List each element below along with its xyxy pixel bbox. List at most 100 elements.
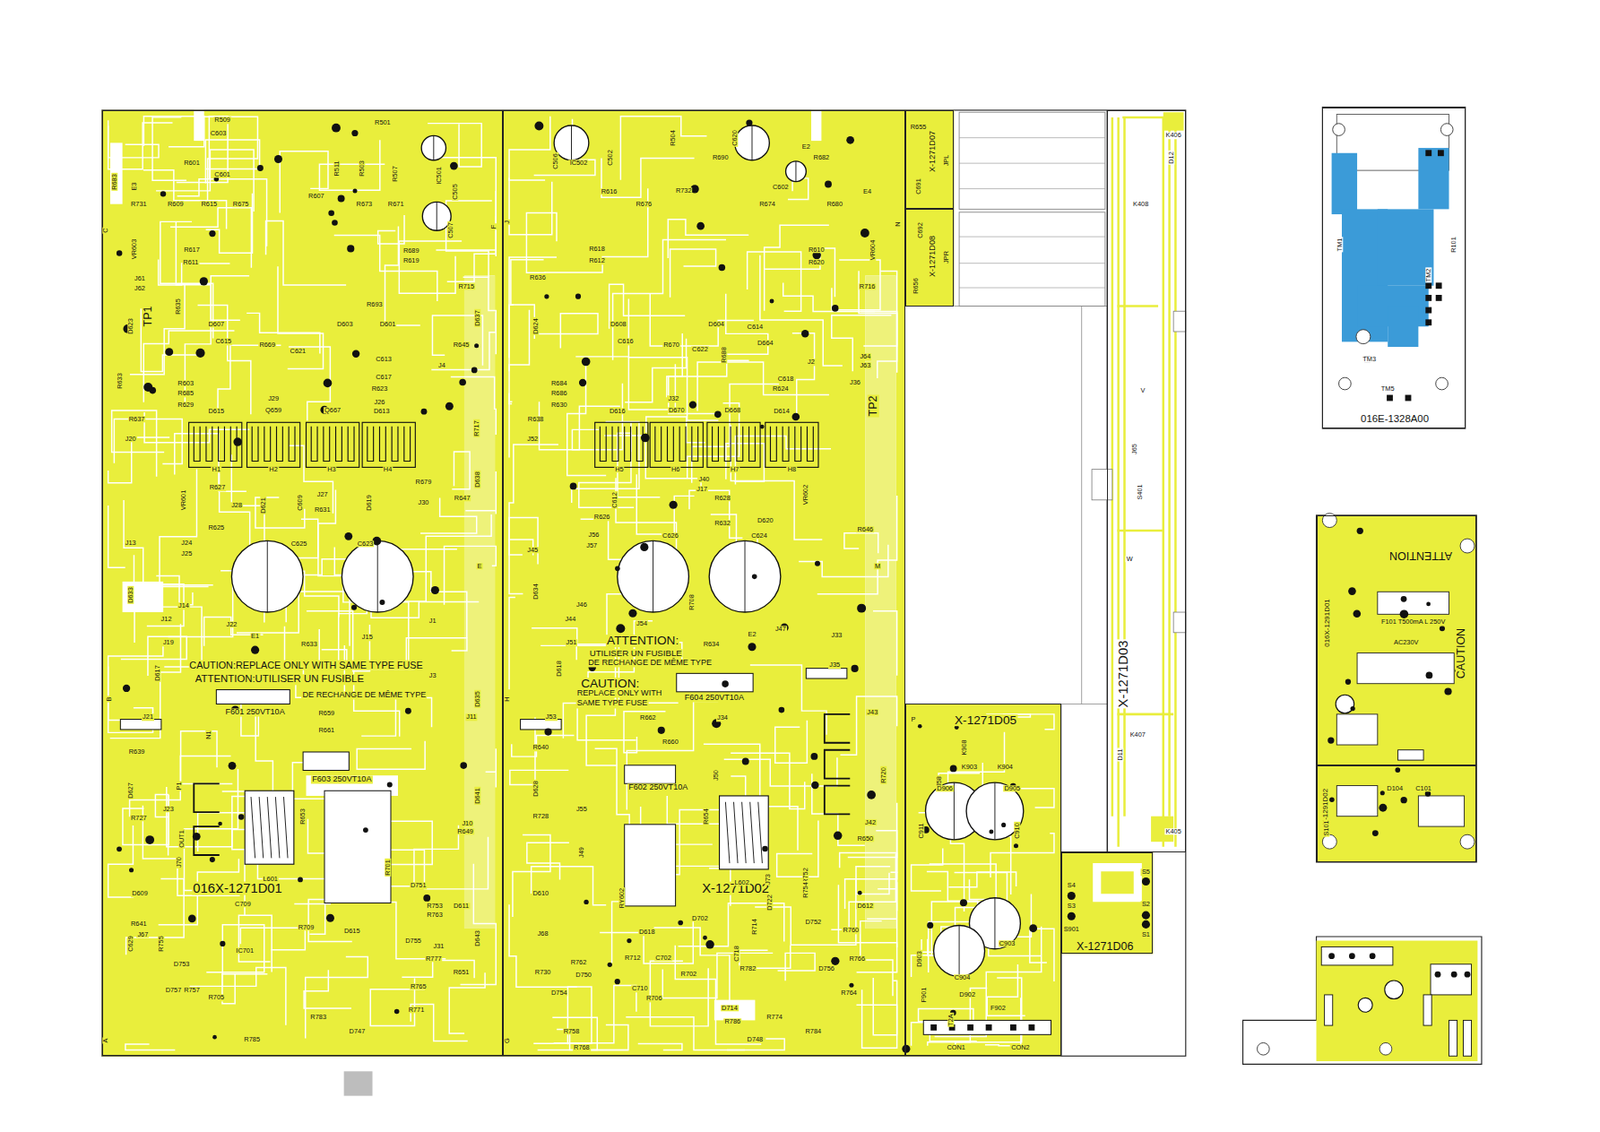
- board-name: 016X-1291D01: [1323, 598, 1332, 649]
- isolation-gap: [739, 945, 791, 969]
- solder-pad: [1350, 706, 1356, 711]
- heatsink-fin: [599, 426, 606, 462]
- capacitor-outline: [709, 540, 781, 613]
- part-label: R760: [842, 927, 861, 935]
- isolation-gap: [240, 927, 305, 951]
- part-label: R615: [200, 200, 219, 208]
- part-label: F901: [921, 986, 928, 1004]
- pin: [1405, 395, 1412, 402]
- part-label: R618: [588, 245, 606, 252]
- isolation-gap: [170, 207, 251, 269]
- isolation-gap: [385, 226, 421, 326]
- isolation-gap: [866, 882, 897, 948]
- part-label: H4: [382, 466, 393, 473]
- part-label: R679: [415, 479, 433, 486]
- part-label: J61: [133, 275, 147, 282]
- part-label: R636: [528, 274, 547, 281]
- part-label: R661: [317, 726, 336, 734]
- board-section: X-1271D05: [905, 703, 1062, 1056]
- component-outline: [1357, 653, 1454, 684]
- isolation-gap: [510, 259, 545, 339]
- isolation-gap: [123, 500, 208, 588]
- isolation-gap: [856, 866, 891, 895]
- solder-pad: [219, 941, 225, 947]
- pin: [1425, 307, 1432, 314]
- part-label: VR601: [180, 489, 187, 512]
- part-label: K405: [1165, 828, 1183, 835]
- solder-pad: [122, 684, 130, 692]
- part-label: H5: [614, 466, 624, 473]
- part-label: J64: [858, 354, 872, 361]
- solder-pad: [866, 790, 876, 800]
- isolation-gap: [222, 716, 274, 792]
- fuse-holder: [520, 719, 563, 730]
- part-label: J15: [361, 634, 374, 641]
- heatsink-outline: [765, 422, 819, 468]
- part-label: S901: [1063, 925, 1081, 933]
- part-label: C620: [731, 129, 738, 148]
- solder-pad: [769, 298, 775, 303]
- board-outline: [1316, 515, 1478, 863]
- part-label: R638: [527, 415, 545, 423]
- part-label: D104: [1385, 785, 1404, 792]
- part-label: D611: [452, 902, 470, 909]
- part-label: TM3: [1361, 355, 1377, 363]
- part-label: D702: [691, 915, 710, 922]
- part-label: J1: [428, 618, 438, 625]
- inductor-winding: [250, 796, 256, 858]
- part-label: J24: [180, 539, 193, 546]
- switch-outline: [1336, 786, 1378, 817]
- isolation-gap: [206, 925, 264, 986]
- part-label: J44: [563, 615, 577, 623]
- copper-area: [502, 110, 906, 1056]
- mounting-hole: [1435, 377, 1449, 390]
- part-label: D747: [348, 1028, 367, 1035]
- inductor-winding: [259, 796, 264, 858]
- isolation-gap: [831, 259, 881, 311]
- mounting-hole: [1460, 834, 1475, 849]
- part-label: T2A: [947, 1013, 954, 1029]
- part-label: R656: [913, 276, 920, 295]
- solder-pad: [394, 1009, 400, 1015]
- part-label: R682: [812, 155, 831, 162]
- part-label: TP1: [142, 304, 155, 328]
- solder-pad: [544, 727, 552, 736]
- part-label: J17: [695, 486, 709, 493]
- isolation-gap: [649, 294, 754, 346]
- isolation-gap: [777, 820, 819, 877]
- part-label: J51: [565, 639, 579, 646]
- board-name: X-1271D07: [929, 129, 938, 173]
- solder-pad: [851, 665, 859, 673]
- inductor-winding: [725, 802, 730, 864]
- part-label: R758: [562, 1028, 581, 1035]
- part-label: C602: [771, 184, 790, 191]
- isolation-gap: [674, 945, 762, 1045]
- part-label: L601: [261, 876, 278, 883]
- heatsink-fin: [336, 426, 343, 462]
- board-name: X-1271D05: [953, 714, 1018, 727]
- part-label: J50: [712, 769, 719, 782]
- solder-pad: [228, 761, 237, 770]
- board-outline: [1322, 107, 1465, 430]
- part-label: R688: [721, 345, 728, 364]
- solder-pad: [745, 119, 753, 126]
- isolation-gap: [609, 284, 686, 329]
- inductor-winding: [275, 796, 280, 858]
- part-label: R715: [457, 283, 476, 290]
- isolation-gap: [662, 952, 773, 998]
- isolation-gap: [134, 606, 202, 667]
- part-label: D641: [474, 787, 481, 805]
- solder-pad: [811, 752, 819, 761]
- terminal: [193, 826, 219, 856]
- part-label: R712: [623, 954, 642, 961]
- isolation-gap: [509, 904, 578, 987]
- part-label: D748: [746, 1036, 765, 1043]
- part-label: N1: [206, 729, 213, 740]
- solder-pad: [145, 835, 155, 845]
- part-label: REPLACE ONLY WITH: [576, 690, 664, 699]
- pin: [1425, 319, 1432, 326]
- heatsink-fin: [667, 426, 675, 462]
- isolation-gap: [792, 333, 815, 421]
- mounting-hole: [250, 646, 260, 655]
- part-label: K904: [996, 763, 1014, 770]
